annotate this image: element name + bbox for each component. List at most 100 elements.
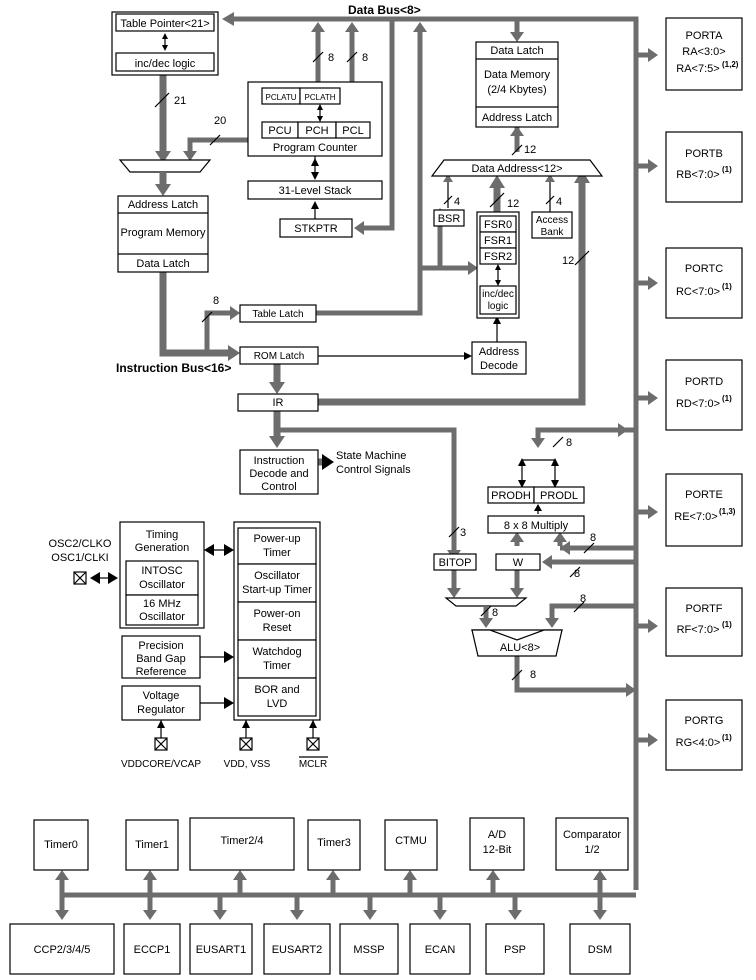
pm-title: Program Memory <box>121 227 206 239</box>
fsr-block: FSR0 FSR1 FSR2 inc/dec logic <box>476 211 520 319</box>
peripheral-eccp1: ECCP1 <box>123 923 181 975</box>
mssp-label: MSSP <box>353 944 384 956</box>
peripheral-ctmu: CTMU <box>384 819 438 871</box>
port-g-note: (1) <box>722 733 732 742</box>
peripheral-timer1: Timer1 <box>125 819 179 871</box>
data-bus-label: Data Bus<8> <box>348 3 421 17</box>
address-decode: Address Decode <box>471 341 527 375</box>
peripheral-timer3: Timer3 <box>307 819 361 871</box>
bus-width-data-address: 12 <box>524 144 536 156</box>
table-pointer: Table Pointer<21> inc/dec logic <box>111 11 219 76</box>
ctmu-label: CTMU <box>395 835 427 847</box>
osc-startup-1: Oscillator <box>254 570 300 582</box>
port-g: PORTG RG<4:0> (1) <box>665 699 743 771</box>
watchdog-1: Watchdog <box>252 646 301 658</box>
port-a-pins-1: RA<3:0> <box>682 46 725 58</box>
table-latch-label: Table Latch <box>252 309 303 320</box>
bandgap-2: Band Gap <box>136 653 186 665</box>
access-bank-1: Access <box>536 215 568 226</box>
prodl-label: PRODL <box>540 490 578 502</box>
bus-width-access: 4 <box>556 196 562 208</box>
ccp-label: CCP2/3/4/5 <box>34 944 91 956</box>
watchdog-2: Timer <box>263 660 291 672</box>
instruction-decode-1: Instruction <box>254 455 305 467</box>
state-machine-1: State Machine <box>336 450 406 462</box>
bitop: BITOP <box>433 553 477 571</box>
mhz-2: Oscillator <box>139 611 185 623</box>
data-address-label: Data Address<12> <box>471 163 562 175</box>
rom-latch-label: ROM Latch <box>254 351 305 362</box>
table-pointer-label: Table Pointer<21> <box>120 18 209 30</box>
vdd-label: VDD, VSS <box>224 759 271 770</box>
bandgap: Precision Band Gap Reference <box>121 635 201 679</box>
timing-generation: Timing Generation INTOSC Oscillator 16 M… <box>119 521 205 629</box>
ad-label-1: A/D <box>488 829 506 841</box>
bus-width-alu-b: 8 <box>580 593 586 605</box>
comparator-label-2: 1/2 <box>584 844 599 856</box>
rom-latch: ROM Latch <box>239 346 319 365</box>
bus-width-alu-out: 8 <box>530 669 536 681</box>
intosc-1: INTOSC <box>141 565 182 577</box>
mclr-label: MCLR <box>299 759 327 770</box>
address-decode-2: Decode <box>480 360 518 372</box>
stkptr-label: STKPTR <box>294 223 337 235</box>
pclatu-label: PCLATU <box>266 93 297 102</box>
port-g-name: PORTG <box>685 715 724 727</box>
mhz-1: 16 MHz <box>143 598 181 610</box>
stack: 31-Level Stack STKPTR <box>247 156 383 238</box>
bus-width-ir: 12 <box>562 255 574 267</box>
port-b-note: (1) <box>722 165 732 174</box>
reset-block: Power-up Timer Oscillator Start-up Timer… <box>233 521 321 721</box>
bus-width-fsr: 12 <box>507 198 519 210</box>
port-g-pins: RG<4:0> <box>676 737 721 749</box>
pm-data-latch: Data Latch <box>136 258 189 270</box>
dm-title-2: (2/4 Kbytes) <box>487 84 546 96</box>
peripheral-ccp: CCP2/3/4/5 <box>9 923 115 975</box>
mult-label: 8 x 8 Multiply <box>504 520 569 532</box>
dsm-label: DSM <box>588 944 612 956</box>
eccp1-label: ECCP1 <box>134 944 171 956</box>
timer3-label: Timer3 <box>317 837 351 849</box>
vddcore-pin: VDDCORE/VCAP <box>121 737 201 770</box>
data-address: Data Address<12> <box>430 159 604 177</box>
table-pointer-logic: inc/dec logic <box>135 58 196 70</box>
psp-label: PSP <box>504 944 526 956</box>
bus-width-alu-a: 8 <box>492 607 498 619</box>
peripheral-timer0: Timer0 <box>33 819 89 871</box>
bus-width-bsr: 4 <box>454 196 460 208</box>
bor-2: LVD <box>267 698 288 710</box>
port-c-name: PORTC <box>685 263 723 275</box>
peripheral-comparator: Comparator 1/2 <box>555 817 629 871</box>
access-bank-2: Bank <box>541 227 565 238</box>
timer1-label: Timer1 <box>135 839 169 851</box>
port-a-note: (1,2) <box>722 60 739 69</box>
program-counter: PCLATU PCLATH PCU PCH PCL Program Counte… <box>247 81 383 157</box>
dm-data-latch: Data Latch <box>490 45 543 57</box>
fsr1-label: FSR1 <box>484 235 512 247</box>
alu: ALU<8> <box>471 629 563 657</box>
fsr0-label: FSR0 <box>484 219 512 231</box>
powerup-2: Timer <box>263 547 291 559</box>
bus-width-pcl: 8 <box>362 52 368 64</box>
vdd-pin: VDD, VSS <box>224 737 271 770</box>
comparator-label-1: Comparator <box>563 829 621 841</box>
peripheral-arrowheads <box>55 870 607 920</box>
port-e-note: (1,3) <box>719 507 736 516</box>
fsr-logic-1: inc/dec <box>482 289 514 300</box>
port-b-pins: RB<7:0> <box>676 169 719 181</box>
timing-title-1: Timing <box>146 529 179 541</box>
osc-startup-2: Start-up Timer <box>242 584 312 596</box>
pch-label: PCH <box>305 125 328 137</box>
data-memory: Data Latch Data Memory (2/4 Kbytes) Addr… <box>475 41 559 128</box>
port-b: PORTB RB<7:0> (1) <box>665 131 743 203</box>
voltage-regulator: Voltage Regulator <box>121 685 201 721</box>
timer24-label: Timer2/4 <box>221 835 264 847</box>
port-d-note: (1) <box>722 394 732 403</box>
instruction-decode-2: Decode and <box>249 468 308 480</box>
pcl-label: PCL <box>342 125 363 137</box>
port-e-name: PORTE <box>685 489 723 501</box>
peripheral-dsm: DSM <box>569 923 631 975</box>
program-counter-title: Program Counter <box>273 142 358 154</box>
dm-title-1: Data Memory <box>484 69 551 81</box>
